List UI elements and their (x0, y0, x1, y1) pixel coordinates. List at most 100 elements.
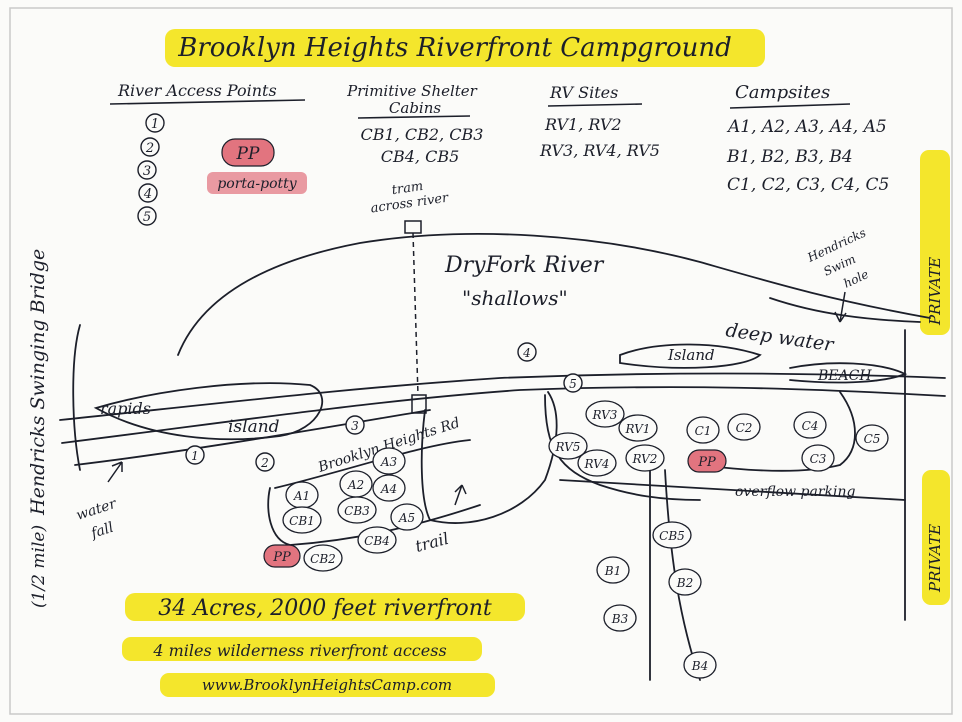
footer-wilderness: 4 miles wilderness riverfront access (152, 641, 446, 660)
site-marker (855, 424, 889, 452)
road-south-edge (61, 386, 946, 444)
site-label: RV2 (632, 452, 658, 466)
access-point-number: 4 (522, 346, 531, 360)
legend-shelters-row-2: CB4, CB5 (381, 147, 460, 166)
access-point-marker (517, 342, 537, 362)
legend-campsites-heading: Campsites (735, 82, 830, 103)
tram-lower-station (411, 394, 427, 414)
porta-potty-label-east: PP (697, 455, 716, 470)
site-marker (303, 544, 343, 572)
private-highlight-top (920, 150, 950, 335)
c-loop (699, 391, 856, 472)
trail-loop (420, 391, 558, 524)
site-marker (683, 651, 717, 679)
legend-porta-potty: PP porta-potty (207, 138, 307, 194)
footer-highlight-1 (125, 593, 525, 621)
trail-arrow (454, 484, 467, 506)
legend-pp-label: porta-potty (217, 176, 297, 192)
left-island-label: island (228, 417, 280, 437)
legend-pp-badge: PP (236, 144, 260, 164)
site-area-bottom (267, 487, 481, 546)
private-highlight-bottom (922, 470, 950, 605)
title-highlight (165, 29, 765, 67)
site-marker (793, 411, 827, 439)
site-marker (282, 506, 322, 534)
legend-underline (109, 99, 306, 105)
legend-shelters: Primitive Shelter Cabins CB1, CB2, CB3 C… (346, 82, 483, 166)
legend-rv-row-1: RV1, RV2 (544, 115, 622, 134)
legend-campsites-row-3: C1, C2, C3, C4, C5 (727, 175, 889, 195)
legend-campsites-row-2: B1, B2, B3, B4 (726, 147, 853, 167)
access-point-marker (345, 415, 365, 435)
waterfall-arrow (107, 461, 123, 483)
site-label: CB3 (344, 504, 370, 518)
footer-highlight-3 (160, 673, 495, 697)
access-point-markers: 1 2 3 4 5 (185, 342, 583, 472)
access-point-number: 1 (191, 449, 199, 463)
footer-acreage: 34 Acres, 2000 feet riverfront (158, 596, 492, 621)
legend-access-circle (137, 206, 157, 226)
legend-access-list: 1 2 3 4 5 (137, 113, 165, 226)
river-name: DryFork River (444, 253, 605, 278)
access-point-number: 5 (569, 377, 577, 391)
map-title: Brooklyn Heights Riverfront Campground (177, 33, 732, 63)
footer-website: www.BrooklynHeightsCamp.com (202, 676, 452, 694)
rapids-label: rapids (100, 399, 151, 418)
road-north-edge (59, 372, 946, 421)
legend-shelters-row-1: CB1, CB2, CB3 (361, 125, 484, 144)
site-label: C2 (736, 421, 753, 435)
beach-label: BEACH (817, 368, 872, 384)
site-marker (585, 400, 625, 428)
right-island-label: Island (667, 346, 715, 364)
legend-shelters-heading-2: Cabins (389, 99, 441, 117)
legend-access-number: 4 (143, 187, 152, 202)
legend-rv-row-2: RV3, RV4, RV5 (539, 141, 660, 160)
legend-underline (547, 103, 643, 107)
right-island-outline (619, 343, 762, 369)
site-label: B4 (691, 659, 708, 673)
highlight-strokes (122, 29, 950, 697)
site-label: CB4 (364, 534, 390, 548)
site-label: C1 (695, 424, 712, 438)
river-west-edge (72, 324, 81, 471)
private-label-top: PRIVATE (926, 257, 944, 326)
site-marker (668, 568, 702, 596)
site-label: A1 (293, 489, 310, 503)
site-marker (577, 449, 617, 477)
site-marker (372, 447, 406, 475)
map-arrows (107, 291, 847, 506)
site-label: A4 (380, 482, 397, 496)
legend-access-circle (145, 113, 165, 133)
access-point-number: 3 (351, 419, 359, 433)
legend-access-number: 3 (143, 164, 151, 179)
access-point-number: 2 (260, 456, 269, 470)
legend-access-number: 2 (145, 141, 154, 156)
bridge-distance: (1/2 mile) (29, 525, 49, 608)
site-marker (337, 496, 377, 524)
shallows-label: "shallows" (462, 286, 568, 310)
tram-cable (412, 232, 419, 396)
legend-access-circle (140, 137, 160, 157)
porta-potty-label-west: PP (272, 550, 291, 565)
site-label: CB2 (310, 552, 336, 566)
site-marker (357, 526, 397, 554)
site-label: C3 (810, 452, 827, 466)
legend-campsites: Campsites A1, A2, A3, A4, A5 B1, B2, B3,… (726, 82, 889, 195)
site-marker (596, 556, 630, 584)
waterfall-label-2: fall (88, 520, 115, 542)
site-marker (390, 503, 424, 531)
rv-loop (544, 394, 701, 501)
legend-access-number: 1 (151, 117, 159, 132)
site-label: RV1 (625, 422, 651, 436)
legend-access-circle (138, 183, 158, 203)
site-marker (618, 414, 658, 442)
legend-underline (357, 115, 471, 119)
site-label: RV3 (592, 408, 618, 422)
legend-access-number: 5 (143, 210, 151, 225)
legend-access-circle (137, 160, 157, 180)
tram-label-1: tram (391, 179, 424, 198)
site-label: A2 (347, 478, 364, 492)
